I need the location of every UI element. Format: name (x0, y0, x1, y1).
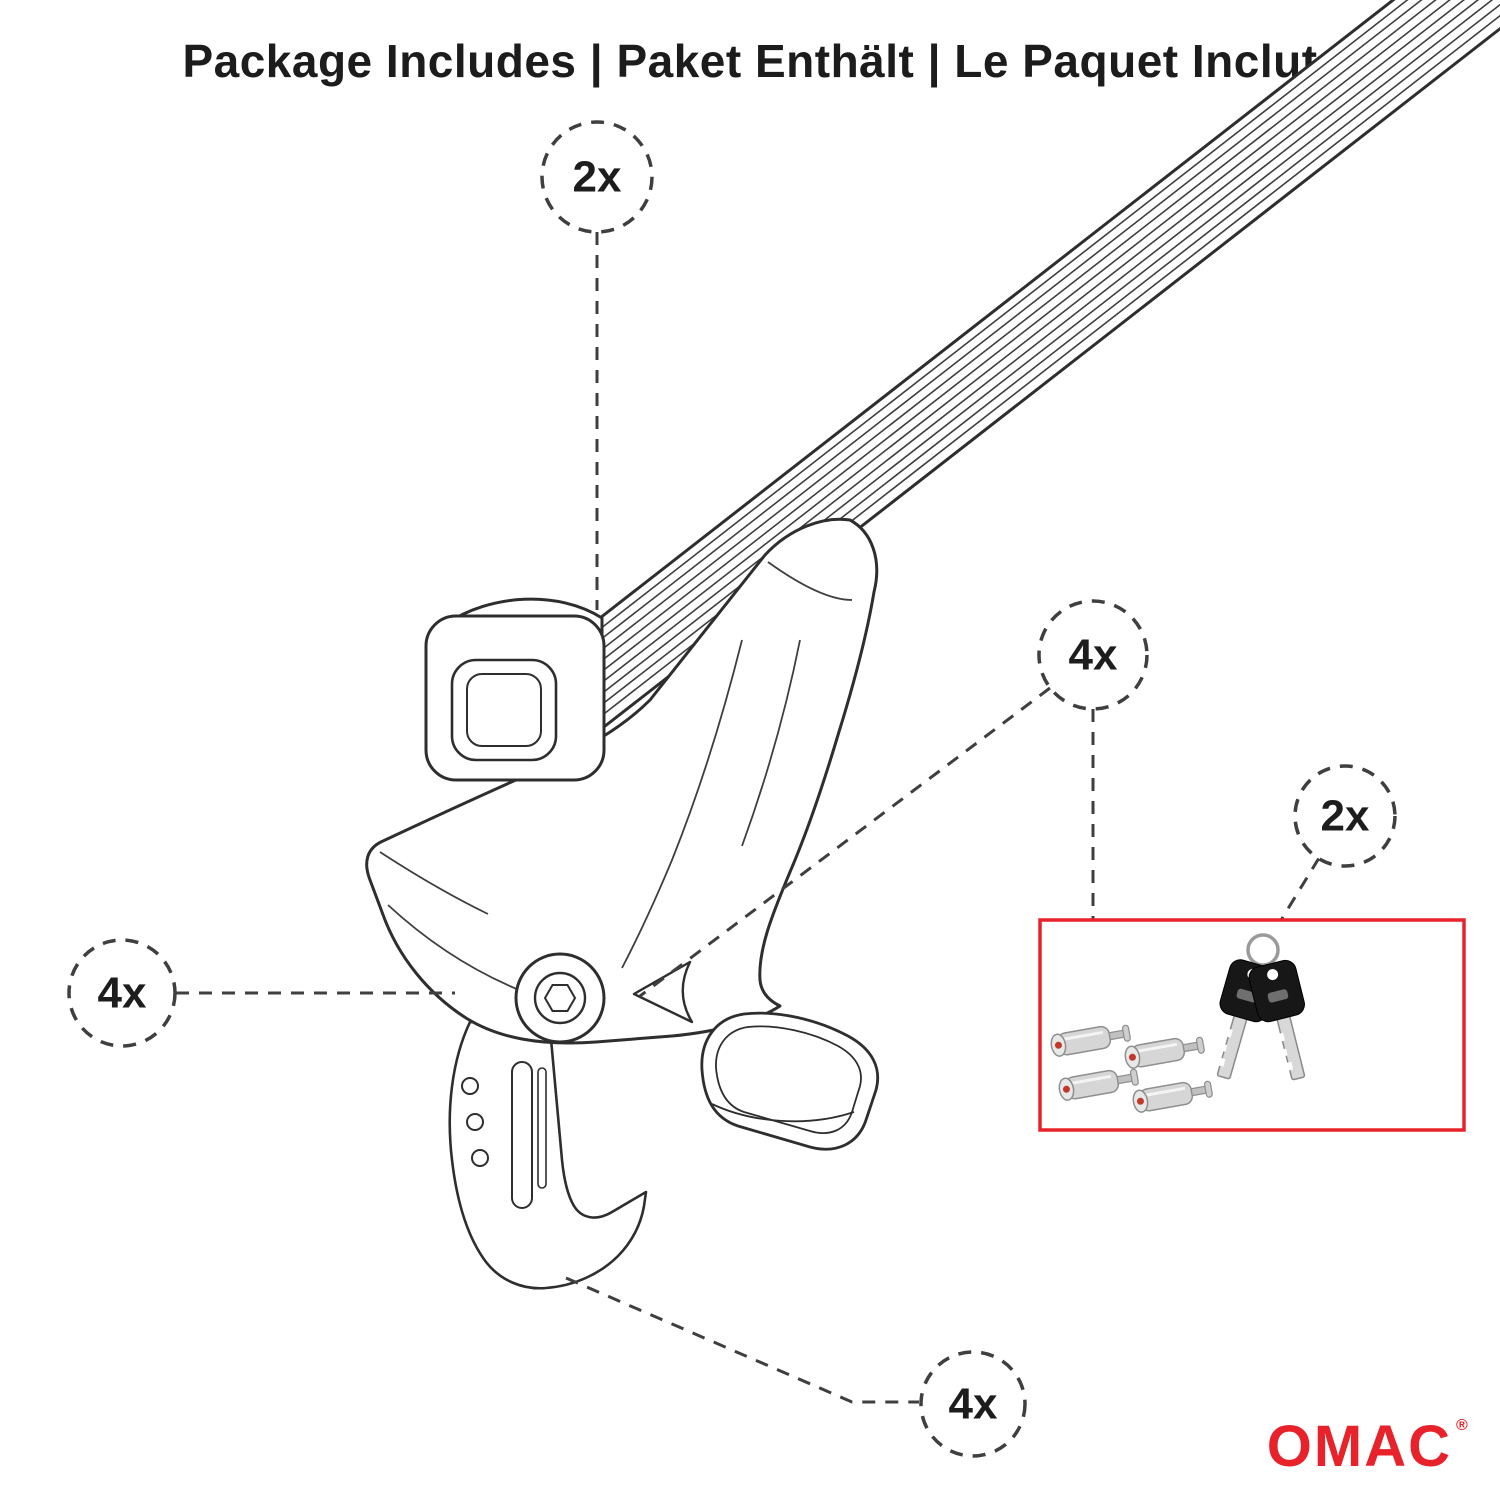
end-cap-opening-inner (466, 673, 542, 747)
lock-red-dot (1062, 1085, 1070, 1093)
callout-key-qty: 2x (1321, 792, 1370, 841)
callout-line-lock-to-foot (639, 686, 1051, 998)
key (1248, 959, 1306, 1081)
parts-box-group (1038, 918, 1466, 1132)
rib-line (599, 0, 1466, 674)
end-cap-opening-outer (450, 658, 558, 762)
callouts-group: 2x 4x 4x 2x 4x (67, 120, 1397, 1458)
callout-crossbar-qty: 2x (573, 153, 622, 202)
lock-cylinder (1132, 1080, 1213, 1113)
callout-circle-locks (1037, 599, 1149, 711)
base-pad-outer (700, 1011, 880, 1151)
brand-registered-icon: ® (1456, 1417, 1468, 1434)
clamp-groove (537, 1067, 547, 1189)
foot-detail-lines (379, 561, 853, 993)
foot-detail-line (379, 851, 489, 915)
foot-bolt (533, 971, 587, 1025)
foot-detail-line (767, 561, 853, 601)
base-pad-heel-line (711, 1103, 855, 1123)
callout-circle-keys (1293, 764, 1397, 868)
rib-line (599, 0, 1437, 652)
clamp-hole (461, 1077, 479, 1095)
foot-body (365, 517, 879, 1045)
rib-line (599, 0, 1409, 630)
lock-red-dot (1136, 1097, 1144, 1105)
callout-circle-foot (67, 938, 177, 1048)
callout-circle-crossbar (540, 120, 654, 234)
clamp-bracket (448, 1020, 648, 1290)
brand-name: OMAC (1267, 1414, 1452, 1479)
rib-line (599, 0, 1423, 641)
mounting-foot-group (365, 517, 879, 1045)
lock-cylinders-group (1050, 1024, 1213, 1113)
callout-line-keys (1262, 857, 1321, 949)
lock-red-dot (1128, 1053, 1136, 1061)
rib-line (599, 0, 1451, 663)
end-cap-group (424, 597, 606, 782)
callout-clamp-qty: 4x (949, 1380, 998, 1429)
lock-cylinder (1050, 1024, 1131, 1057)
callout-line-clamp (565, 1276, 919, 1404)
foot-detail-line (621, 639, 743, 969)
callout-foot-qty: 4x (98, 969, 147, 1018)
foot-base-pad-group (700, 1011, 880, 1151)
page-title: Package Includes | Paket Enthält | Le Pa… (182, 35, 1318, 87)
clamp-slot (511, 1061, 533, 1209)
end-cap-front-face (424, 614, 606, 782)
clamp-hole (471, 1149, 489, 1167)
clamp-hole (466, 1113, 484, 1131)
base-pad-inner (715, 1025, 862, 1134)
foot-detail-line (741, 639, 801, 847)
parts-box-border (1038, 918, 1466, 1132)
callout-circle-clamp (919, 1350, 1027, 1458)
clamp-bracket-group (448, 1020, 648, 1290)
keys-group (1216, 933, 1306, 1081)
foot-detail-line (387, 904, 525, 993)
foot-arrow-detail (632, 960, 694, 1024)
key-label (1267, 989, 1289, 1003)
keyring (1246, 933, 1280, 967)
lock-cylinder (1058, 1068, 1139, 1101)
callout-lock-qty: 4x (1069, 631, 1118, 680)
lock-red-dot (1054, 1041, 1062, 1049)
brand-logo: OMAC ® (1267, 1414, 1468, 1479)
lock-cylinder (1124, 1036, 1205, 1069)
callout-lines-group (176, 232, 1321, 1404)
foot-bolt-hex-socket (543, 984, 577, 1012)
